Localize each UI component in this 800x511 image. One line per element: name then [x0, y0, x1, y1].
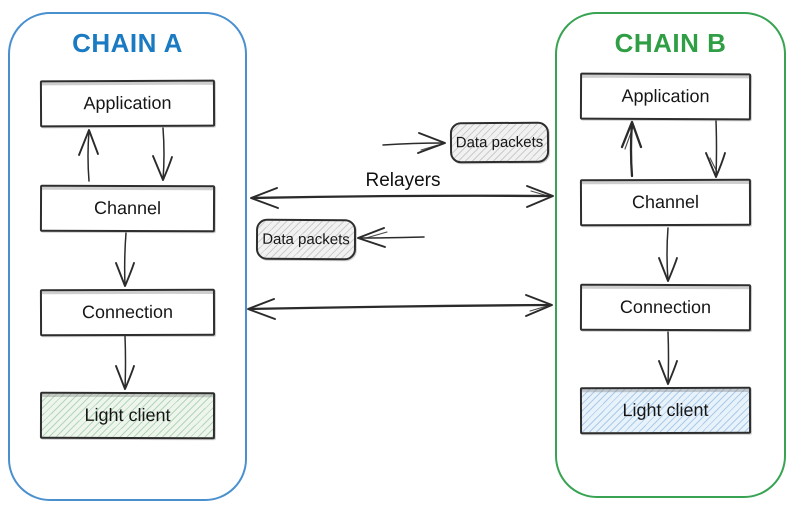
data-packets-pill-top: Data packets: [449, 121, 550, 164]
chain-a-channel-label: Channel: [93, 197, 162, 219]
data-packets-pill-bottom-label: Data packets: [262, 230, 350, 249]
arrow-to-data-packets-bottom: [357, 227, 425, 248]
arrow-connections: [247, 294, 553, 320]
data-packets-pill-bottom: Data packets: [255, 218, 357, 261]
chain-a-container: CHAIN A Application Channel Connection L…: [8, 12, 247, 501]
chain-b-light-client-box: Light client: [579, 386, 752, 435]
chain-b-channel-box: Channel: [579, 178, 752, 227]
relayers-label: Relayers: [365, 170, 441, 191]
chain-b-connection-label: Connection: [619, 296, 712, 318]
chain-b-connection-box: Connection: [579, 283, 752, 332]
chain-a-light-client-box: Light client: [39, 391, 216, 440]
chain-b-application-label: Application: [621, 85, 710, 107]
chain-a-title: CHAIN A: [72, 28, 183, 58]
chain-b-title: CHAIN B: [614, 28, 727, 58]
chain-a-channel-box: Channel: [39, 184, 216, 233]
chain-a-light-client-label: Light client: [84, 404, 171, 426]
data-packets-pill-top-label: Data packets: [455, 133, 544, 152]
chain-b-container: CHAIN B Application Channel Connection L…: [555, 12, 786, 498]
chain-a-connection-box: Connection: [39, 288, 216, 337]
chain-a-application-box: Application: [39, 79, 216, 128]
chain-a-application-label: Application: [83, 92, 172, 114]
chain-b-application-box: Application: [579, 72, 752, 121]
chain-a-connection-label: Connection: [81, 301, 174, 323]
arrow-to-data-packets-top: [382, 132, 446, 154]
chain-b-light-client-label: Light client: [622, 399, 709, 421]
chain-b-channel-label: Channel: [631, 191, 700, 213]
